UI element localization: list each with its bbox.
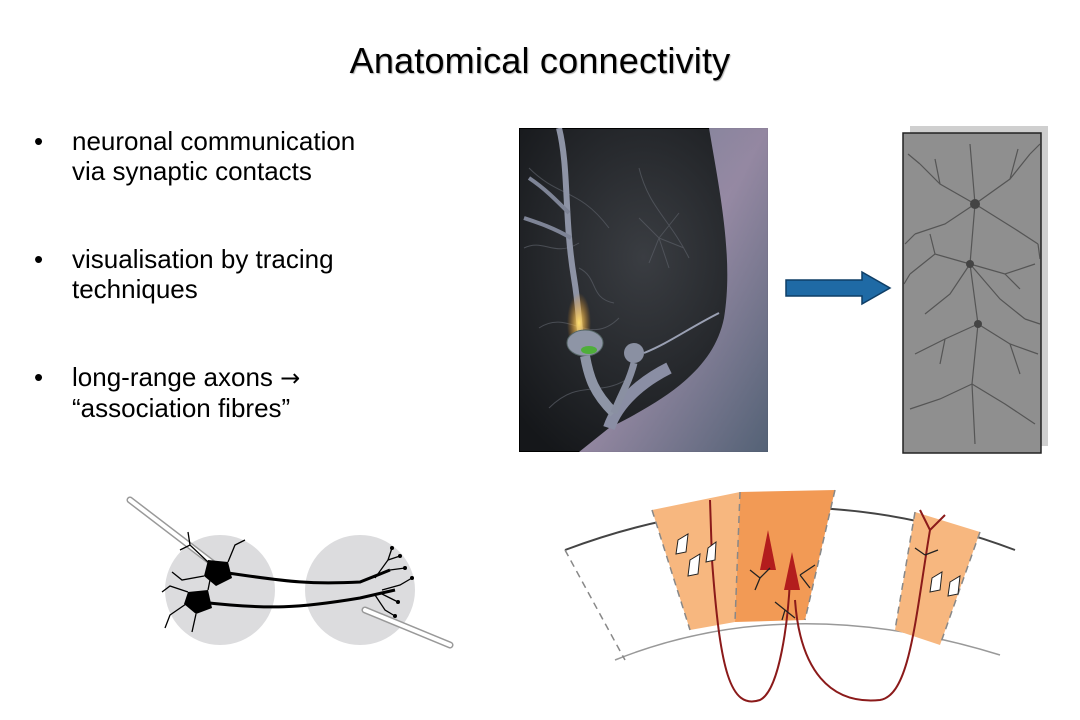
- traced-neuron-tree-icon: [902, 126, 1048, 454]
- bullet-item-visualisation: • visualisation by tracing techniques: [34, 244, 474, 304]
- tracer-injection-diagram-icon: [126, 496, 454, 649]
- bullet-text-line: neuronal communication: [72, 126, 356, 156]
- bullet-text: long-range axons: [72, 362, 281, 392]
- bullet-marker: •: [34, 244, 44, 274]
- bullet-item-communication: • neuronal communication via synaptic co…: [34, 126, 474, 186]
- bullet-text-line: “association fibres”: [72, 393, 291, 423]
- bullet-item-long-range: • long-range axons → “association fibres…: [34, 362, 474, 423]
- right-arrow-icon: [785, 270, 892, 306]
- slide-title: Anatomical connectivity: [349, 40, 731, 81]
- bullet-marker: •: [34, 362, 44, 392]
- bullet-text-line: via synaptic contacts: [72, 156, 312, 186]
- right-arrow-icon: →: [280, 364, 301, 392]
- synapse-artwork-icon: [519, 128, 768, 452]
- bullet-marker: •: [34, 126, 44, 156]
- cortical-columns-diagram-icon: [564, 489, 1016, 703]
- bullet-text-line: visualisation by tracing: [72, 244, 334, 274]
- bullet-text-line: long-range axons →: [72, 362, 474, 393]
- bullet-list: • neuronal communication via synaptic co…: [34, 126, 474, 481]
- bullet-text-line: techniques: [72, 274, 198, 304]
